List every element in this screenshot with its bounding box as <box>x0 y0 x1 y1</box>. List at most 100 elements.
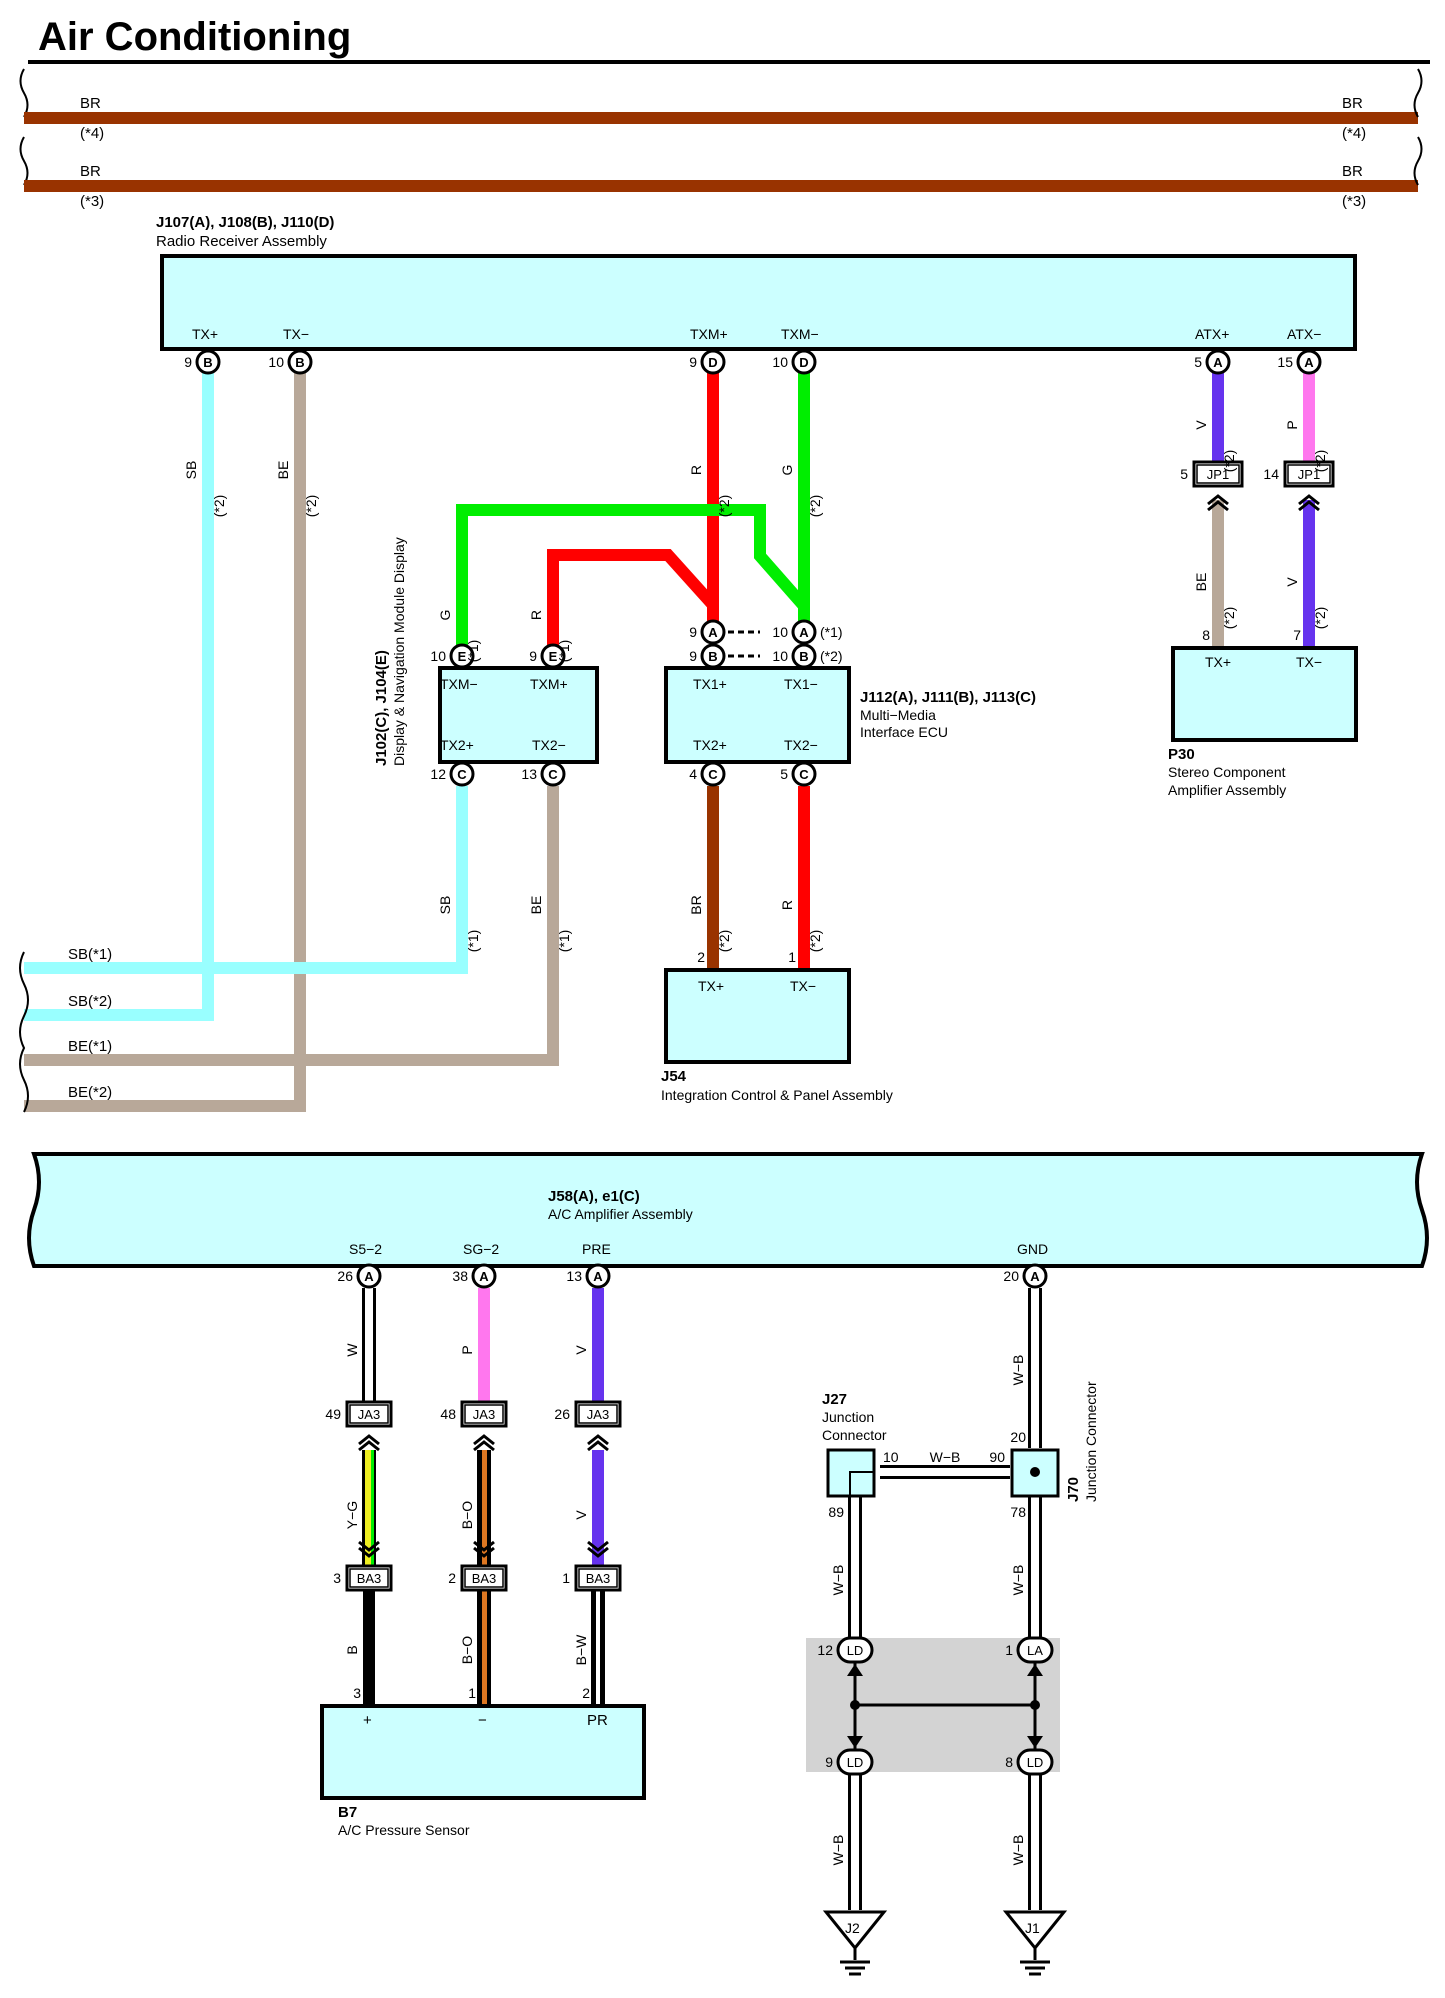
svg-text:10: 10 <box>430 648 446 664</box>
svg-text:(*2): (*2) <box>716 930 732 953</box>
pin-p26A: A26 <box>337 1263 382 1289</box>
svg-text:C: C <box>708 767 718 782</box>
svg-text:C: C <box>548 767 558 782</box>
svg-text:(*2): (*2) <box>716 495 732 518</box>
svg-text:B: B <box>344 1645 360 1654</box>
svg-text:5: 5 <box>780 766 788 782</box>
pin-label: ATX− <box>1287 326 1321 342</box>
pin-number: 1 <box>788 949 796 965</box>
svg-text:12: 12 <box>817 1642 833 1658</box>
bus-label: SB(*2) <box>68 993 112 1010</box>
svg-text:D: D <box>799 355 808 370</box>
splice-dot <box>850 1700 860 1710</box>
svg-text:10: 10 <box>268 354 284 370</box>
svg-text:1: 1 <box>562 1570 570 1586</box>
pin-label: S5−2 <box>349 1241 382 1257</box>
splice-connector-ld8: LD8 <box>1005 1736 1054 1776</box>
svg-text:BA3: BA3 <box>472 1571 497 1586</box>
svg-text:1: 1 <box>1005 1642 1013 1658</box>
wire-be1 <box>24 786 559 1066</box>
wire-label-p2: P (*2) <box>1284 420 1328 472</box>
pin-p15A: A15 <box>1277 349 1322 375</box>
svg-text:10: 10 <box>772 648 788 664</box>
svg-text:B−O: B−O <box>459 1501 475 1530</box>
pin-p38A: A38 <box>452 1263 497 1289</box>
pin-p10B: B 10 <box>268 349 313 375</box>
ac-amp-name: A/C Amplifier Assembly <box>548 1206 693 1222</box>
ground-label: J2 <box>845 1920 860 1936</box>
pin-p10D: D 10 <box>772 349 817 375</box>
svg-text:(*2): (*2) <box>807 930 823 953</box>
svg-text:BA3: BA3 <box>357 1571 382 1586</box>
wire-label-r2: R(*2) <box>688 465 732 517</box>
svg-text:26: 26 <box>554 1406 570 1422</box>
pin-p10E: E 10 <box>430 643 475 669</box>
svg-text:9: 9 <box>184 354 192 370</box>
svg-text:P: P <box>1284 420 1300 429</box>
pin-number: 8 <box>1202 627 1210 643</box>
pin-label: TX+ <box>698 978 724 994</box>
svg-text:10: 10 <box>772 354 788 370</box>
bus-label: BR <box>80 95 101 112</box>
svg-text:JP1: JP1 <box>1298 467 1320 482</box>
display-module-box <box>438 666 599 764</box>
wire-yg <box>362 1450 376 1568</box>
pin-p13A: A13 <box>566 1263 611 1289</box>
svg-text:W−B: W−B <box>830 1835 846 1866</box>
wire-label-wb1: W−B <box>1010 1355 1026 1386</box>
pin-number: 90 <box>989 1449 1005 1465</box>
pin-label: PR <box>587 1712 608 1729</box>
wire-label-wb3: W−B <box>1010 1565 1026 1596</box>
pin-label: TXM+ <box>530 676 568 692</box>
wire-label-g1: G(*1) <box>437 610 481 663</box>
panel-code: J54 <box>661 1068 687 1085</box>
pin-label: TX+ <box>192 326 218 342</box>
ground-label: J1 <box>1025 1920 1040 1936</box>
pin-p12C: C12 <box>430 761 475 787</box>
amp-name1: Stereo Component <box>1168 764 1286 780</box>
svg-text:5: 5 <box>1180 466 1188 482</box>
svg-text:Y−G: Y−G <box>344 1501 360 1529</box>
ac-amplifier-box <box>27 1152 1429 1268</box>
svg-text:(*1): (*1) <box>465 930 481 953</box>
svg-text:W−B: W−B <box>1010 1565 1026 1596</box>
pin-p9B: B9 <box>184 349 221 375</box>
wire-label-w: W <box>344 1343 360 1357</box>
svg-text:JA3: JA3 <box>358 1407 380 1422</box>
svg-text:B: B <box>295 355 304 370</box>
svg-text:9: 9 <box>689 354 697 370</box>
svg-text:E: E <box>458 649 467 664</box>
svg-text:V: V <box>573 1345 589 1355</box>
svg-text:(*2): (*2) <box>1312 450 1328 473</box>
pin-p13C: C13 <box>521 761 566 787</box>
pin-p9A: A9 <box>689 619 726 645</box>
bus-label: SB(*1) <box>68 946 112 963</box>
pin-label: TXM− <box>781 326 819 342</box>
wire-bo2 <box>477 1590 491 1706</box>
radio-name: Radio Receiver Assembly <box>156 233 327 250</box>
svg-text:26: 26 <box>337 1268 353 1284</box>
svg-text:9: 9 <box>689 648 697 664</box>
svg-text:C: C <box>799 767 809 782</box>
radio-code: J107(A), J108(B), J110(D) <box>156 214 334 231</box>
pin-p5A: A5 <box>1194 349 1231 375</box>
wire-sb2 <box>24 362 214 1021</box>
svg-text:W−B: W−B <box>1010 1355 1026 1386</box>
ground-symbol-j1: J1 <box>1002 1910 1068 1976</box>
pin-label: SG−2 <box>463 1241 499 1257</box>
pin-label: TX2+ <box>693 737 727 753</box>
bus-note: (*3) <box>80 193 104 210</box>
svg-text:W: W <box>344 1343 360 1357</box>
mm-ecu-code: J112(A), J111(B), J113(C) <box>860 689 1036 706</box>
wire-label-v: V <box>573 1345 589 1355</box>
svg-text:9: 9 <box>689 624 697 640</box>
integration-panel-box <box>664 968 851 1064</box>
pin-p9D: D9 <box>689 349 726 375</box>
wire-label-vb: V <box>573 1510 589 1520</box>
pressure-sensor-box <box>320 1704 646 1800</box>
svg-text:(*1): (*1) <box>465 640 481 663</box>
